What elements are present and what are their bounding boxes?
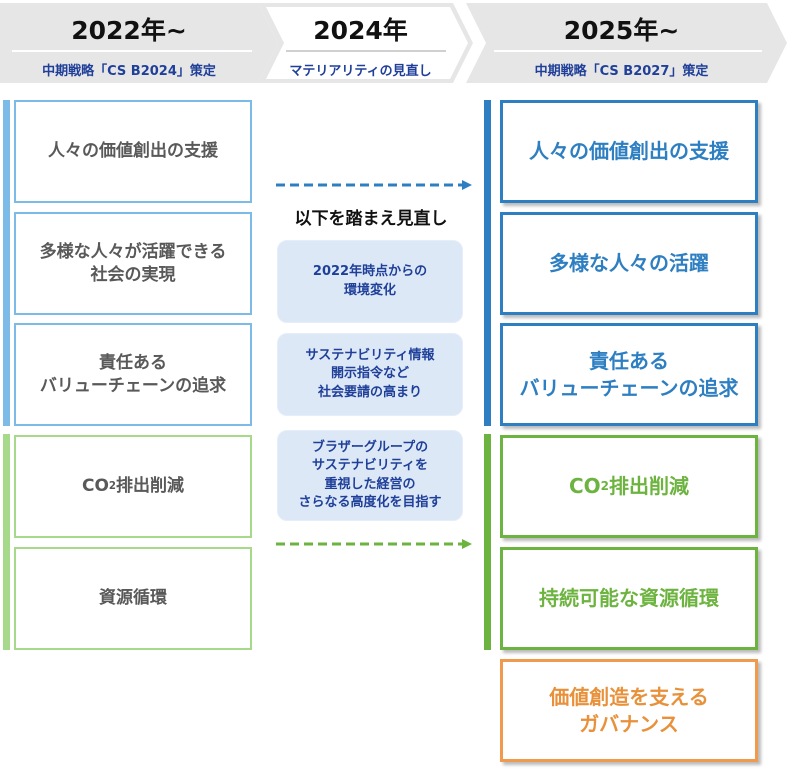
new-materiality-diversity: 多様な人々の活躍 (500, 212, 758, 315)
blue-dashed-arrow-icon (276, 180, 472, 190)
environment-bar-new (484, 434, 491, 650)
co2-text-rest: 排出削減 (116, 476, 185, 497)
new-materiality-value-chain: 責任ある バリューチェーンの追求 (500, 323, 758, 426)
phase-subtitle: マテリアリティの見直し (289, 64, 432, 79)
divider (494, 50, 762, 52)
phase-title: 2024年 (313, 16, 408, 45)
social-bar-new (484, 100, 491, 426)
co2-text-rest: 排出削減 (609, 474, 690, 498)
co2-subscript: 2 (600, 479, 610, 494)
co2-subscript: 2 (108, 480, 117, 492)
phase-title: 2025年~ (563, 16, 680, 45)
old-materiality-resource: 資源循環 (14, 547, 252, 650)
reason-sustainability-management: ブラザーグループの サステナビリティを 重視した経営の さらなる高度化を目指す (277, 430, 463, 521)
old-materiality-diversity: 多様な人々が活躍できる 社会の実現 (14, 212, 252, 315)
phase-subtitle: 中期戦略「CS B2024」策定 (42, 64, 216, 79)
new-materiality-governance: 価値創造を支える ガバナンス (500, 659, 758, 762)
new-materiality-value-creation: 人々の価値創出の支援 (500, 100, 758, 203)
phase-2022: 2022年~ 中期戦略「CS B2024」策定 (0, 3, 278, 83)
social-bar (3, 100, 10, 426)
reason-social-demand: サステナビリティ情報 開示指令など 社会要請の高まり (277, 333, 463, 416)
review-heading: 以下を踏まえ見直し (294, 209, 448, 229)
environment-bar (3, 434, 10, 650)
co2-text: CO (568, 474, 601, 498)
divider (12, 50, 252, 52)
phase-2025: 2025年~ 中期戦略「CS B2027」策定 (466, 3, 787, 83)
old-materiality-value-creation: 人々の価値創出の支援 (14, 100, 252, 203)
phase-title: 2022年~ (71, 16, 187, 45)
reason-environment-change: 2022年時点からの 環境変化 (277, 240, 463, 323)
green-dashed-arrow-icon (276, 539, 472, 549)
divider (286, 50, 446, 52)
new-materiality-resource: 持続可能な資源循環 (500, 547, 758, 650)
old-materiality-value-chain: 責任ある バリューチェーンの追求 (14, 323, 252, 426)
co2-text: CO (81, 476, 109, 497)
phase-subtitle: 中期戦略「CS B2027」策定 (534, 64, 709, 79)
phase-2024: 2024年 マテリアリティの見直し (258, 3, 473, 83)
